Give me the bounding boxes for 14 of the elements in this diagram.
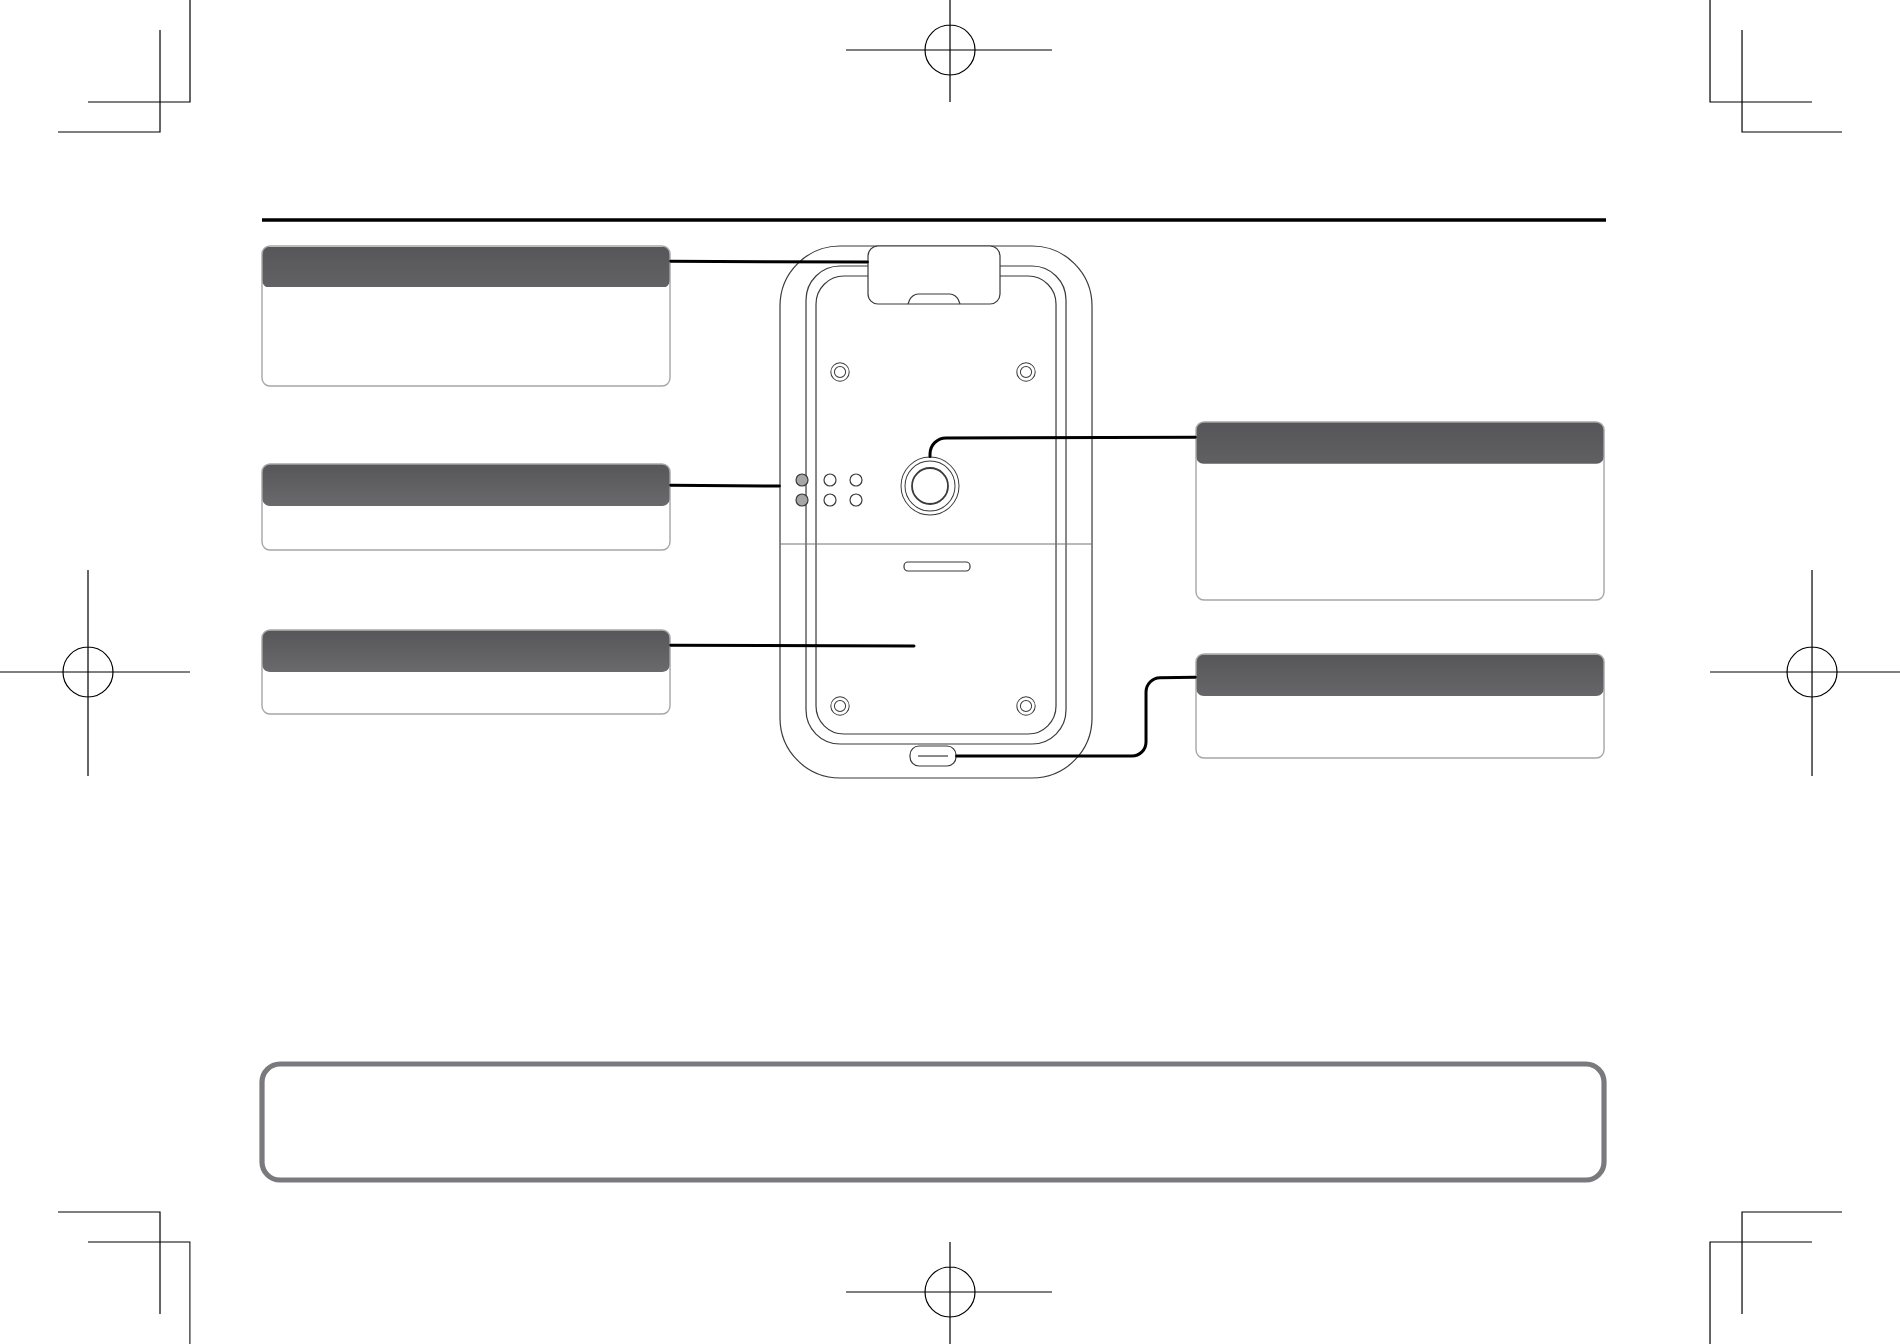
callout-box [261,245,671,387]
leader-line [669,259,869,264]
callout-box [1195,653,1605,759]
callout-box [1195,421,1605,601]
note-box [259,1061,1607,1183]
connector-slot [867,245,1001,305]
leader-line [955,675,1197,758]
callout-box [261,629,671,715]
strap-hole [909,745,957,767]
tripod-socket [900,456,960,516]
callout-box [261,463,671,551]
leader-line [669,483,781,488]
device-illustration [779,245,1093,779]
leader-line [669,643,916,648]
